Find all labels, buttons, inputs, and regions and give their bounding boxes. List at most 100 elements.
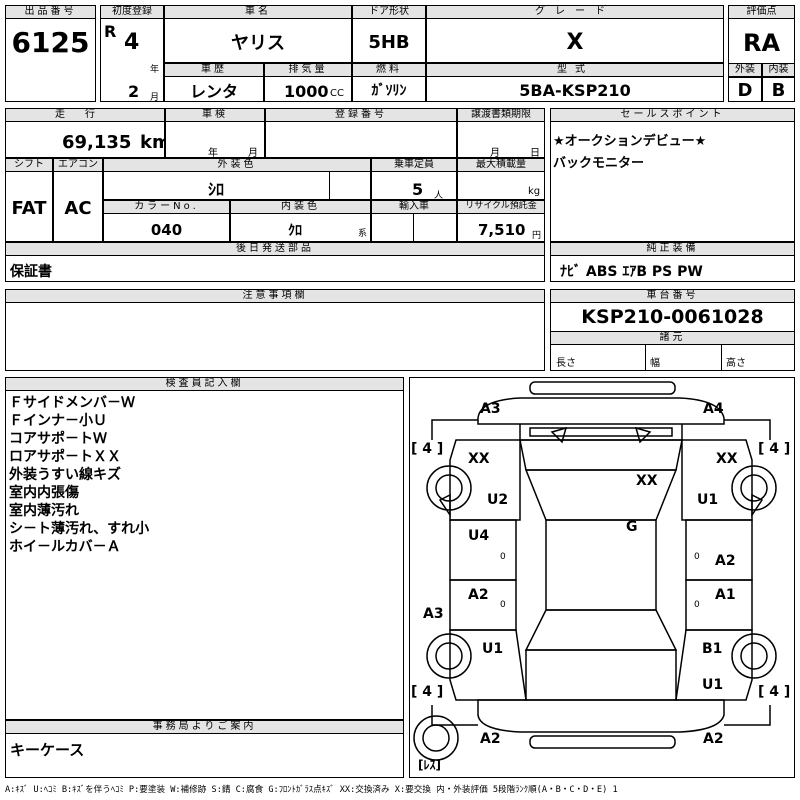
office-label: 事務局よりご案内 (5, 720, 404, 734)
mark-a4-front-right: A4 (703, 401, 724, 417)
reg-year-unit: 年 (150, 65, 160, 75)
shift-label: シフト (5, 158, 53, 172)
inspector-line: 外装うすい線キズ (9, 467, 121, 483)
front-right-wheel (731, 465, 777, 511)
grade-label: グレード (426, 5, 724, 19)
rear-bracket (431, 705, 771, 726)
front-bumper-shape (477, 397, 725, 425)
car-diagram (413, 381, 777, 761)
int-color: ｸﾛ (288, 222, 302, 239)
grade: X (566, 29, 584, 55)
ac-label: エアコン (53, 158, 103, 172)
inspector-line: Ｆインナ－小Ｕ (9, 413, 107, 429)
inspection-label: 車検 (165, 108, 265, 122)
door-type: 5HB (368, 31, 410, 53)
ext-score: D (737, 79, 753, 101)
rear-left-wheel-inner (435, 642, 463, 670)
right-rear-fender (675, 629, 753, 701)
reg-label: 初度登録 (100, 5, 164, 19)
rear-bumper (529, 735, 676, 749)
mark-zero-right-1: 0 (694, 552, 700, 562)
inspector-line: ホイ－ルカバ－Ａ (9, 539, 121, 555)
fuel-label: 燃料 (352, 63, 426, 77)
inspector-line: ロアサポ－トＸＸ (9, 449, 121, 465)
mark-u2-left: U2 (487, 492, 509, 508)
mark-a2-left: A2 (468, 587, 489, 603)
mark-tire-rear-right: [ 4 ] (758, 684, 791, 700)
rear-panel (477, 699, 725, 733)
shift-box (5, 158, 53, 242)
length-label: 長さ (556, 358, 576, 369)
ac-box (53, 158, 103, 242)
inspector-line: シ－ト薄汚れ、すれ小 (9, 521, 150, 537)
insp-month-unit: 月 (248, 148, 258, 159)
mark-xx-front-left: XX (468, 451, 490, 467)
inspector-box (5, 377, 404, 720)
model: 5BA-KSP210 (519, 80, 631, 100)
mark-g-roof: G (626, 519, 638, 535)
mark-xx-front-right: XX (716, 451, 738, 467)
int-score-box (762, 77, 795, 102)
width-label: 幅 (650, 358, 660, 369)
import-divider (413, 214, 414, 242)
chassis-label: 車台番号 (550, 289, 795, 303)
shift: FAT (11, 198, 47, 219)
trunk (525, 649, 677, 701)
mark-a3-front-left: A3 (480, 401, 501, 417)
mark-xx-hood: XX (636, 473, 658, 489)
reg-month: 2 (128, 82, 140, 101)
capacity-unit: 人 (434, 191, 444, 201)
mileage: 69,135 (62, 132, 132, 153)
rear-right-wheel (731, 633, 777, 679)
mark-tire-front-left: [ 4 ] (411, 441, 444, 457)
reg-era: R (104, 22, 117, 41)
mark-tire-rear-left: [ 4 ] (411, 684, 444, 700)
ac: AC (64, 198, 92, 219)
intcolor-label: 内装色 (230, 200, 371, 214)
transfer-day-unit: 日 (530, 148, 540, 159)
color-divider (329, 172, 330, 200)
mark-u4-left: U4 (468, 528, 490, 544)
int-score: B (771, 79, 786, 101)
color-label: 外装色 (103, 158, 371, 172)
recycle: 7,510 (478, 221, 526, 239)
notes-label: 注意事項欄 (5, 289, 545, 303)
carname-label: 車名 (164, 5, 352, 19)
mark-a2-rear-left: A2 (480, 731, 501, 747)
color-no: 040 (150, 220, 183, 239)
mark-u1-left: U1 (482, 641, 504, 657)
left-headlight (550, 426, 568, 444)
mileage-label: 走行 (5, 108, 165, 122)
int-color-unit: 系 (358, 229, 368, 239)
history-label: 車歴 (164, 63, 264, 77)
model-label: 型式 (426, 63, 724, 77)
front-bumper (529, 381, 676, 395)
inspector-line: 室内薄汚れ (9, 503, 79, 519)
mark-rest: [ﾚｽ] (418, 758, 441, 772)
ext-label: 外装 (728, 63, 762, 77)
equipment: ﾅﾋﾞ ABS ｴｱB PS PW (560, 264, 703, 280)
sales-line-2: バックモニター (553, 156, 645, 171)
sales-label: セールスポイント (550, 108, 795, 122)
reg-month-unit: 月 (150, 93, 160, 103)
score-label: 評価点 (728, 5, 795, 19)
import-label: 輸入車 (371, 200, 457, 214)
later-label: 後日発送部品 (5, 242, 545, 256)
transfer-month-unit: 月 (490, 148, 500, 159)
mark-a3-left: A3 (423, 606, 444, 622)
spare-wheel (413, 715, 459, 761)
office-value: キーケース (10, 741, 85, 759)
colorno-label: カラーNo. (103, 200, 230, 214)
dims-label: 諸元 (550, 331, 795, 345)
rear-right-wheel-inner (740, 642, 768, 670)
left-mirror (438, 493, 451, 518)
fuel: ｶﾞｿﾘﾝ (371, 83, 407, 99)
right-headlight (634, 426, 652, 444)
mark-zero-left-2: 0 (500, 600, 506, 610)
sales-box (550, 108, 795, 242)
transfer-label: 譲渡書類期限 (457, 108, 545, 122)
mark-zero-right-2: 0 (694, 600, 700, 610)
footer-legend: A:ｷｽﾞ U:ﾍｺﾐ B:ｷｽﾞを伴うﾍｺﾐ P:要塗装 W:補修跡 S:錆 … (5, 785, 618, 795)
dims-divider-1 (645, 345, 646, 371)
dims-divider-2 (721, 345, 722, 371)
